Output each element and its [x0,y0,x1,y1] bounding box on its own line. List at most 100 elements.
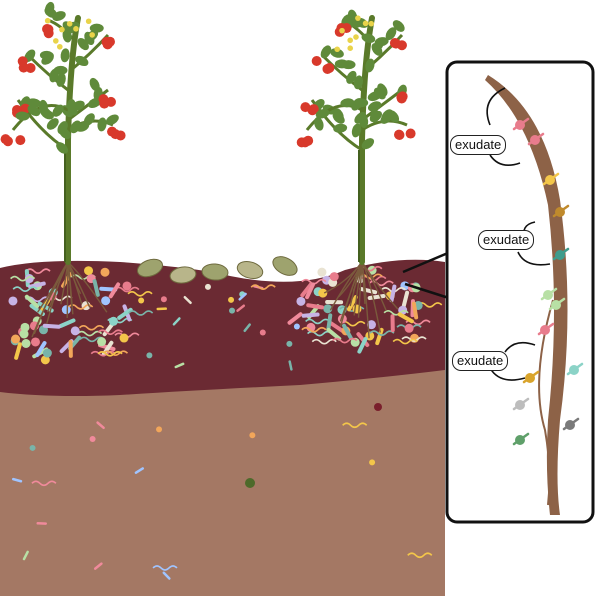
microbe-rod-icon [397,312,414,324]
leaf-icon [392,20,405,32]
microbe-coccus-icon [259,329,266,336]
microbe-coccus-icon [146,352,153,359]
microbe-rod-icon [512,117,530,131]
root-strand [42,261,69,312]
microbe-spiral-icon [407,552,433,559]
microbe-rod-icon [174,362,185,369]
microbe-spiral-icon [127,291,153,297]
microbe-rod-icon [328,321,345,334]
flower-icon [347,45,354,52]
flower-icon [56,43,63,50]
microbe-coccus-icon [249,432,256,439]
microbe-coccus-icon [20,322,30,332]
microbe-coccus-icon [101,296,111,306]
microbe-spiral-icon [102,350,129,357]
microbe-spiral-icon [152,565,178,571]
tomato-fruit [102,39,113,50]
tomato-fruit [405,128,416,139]
tomato-fruit [300,102,311,113]
microbe-spiral-icon [301,326,327,333]
tomato-fruit [2,136,13,147]
microbe-rod-icon [512,432,530,446]
flower-icon [85,18,92,25]
flower-icon [59,26,65,33]
microbe-rod-icon [117,307,133,320]
microbe-coccus-icon [228,296,235,303]
litter-leaf-icon [136,258,164,278]
microbe-rod-icon [14,342,22,360]
tomato-fruit [396,93,407,104]
microbe-spiral-icon [97,351,123,357]
microbe-coccus-icon [122,281,132,291]
microbe-spiral-icon [357,273,383,280]
leaf-icon [387,110,400,123]
microbe-spiral-icon [128,310,154,316]
microbe-spiral-icon [10,275,36,282]
root-strand [361,261,370,339]
leaf-icon [314,116,324,131]
microbe-coccus-icon [29,444,36,451]
microbe-rod-icon [183,296,192,305]
leaf-icon [361,138,375,150]
microbe-rod-icon [93,562,103,570]
microbe-rod-icon [58,318,76,329]
microbe-rod-icon [562,417,580,431]
leaf-icon [359,114,369,129]
microbe-rod-icon [401,290,410,309]
microbe-coccus-icon [369,459,376,466]
microbe-spiral-icon [311,338,337,345]
microbe-rod-icon [552,204,570,218]
microbe-coccus-icon [204,283,211,290]
microbe-rod-icon [301,312,320,318]
microbe-rod-icon [347,295,358,312]
microbe-rod-icon [29,303,45,316]
microbe-coccus-icon [70,326,80,336]
microbe-coccus-icon [296,296,306,306]
microbe-coccus-icon [365,331,375,341]
microbe-rod-icon [552,247,570,261]
microbe-spiral-icon [369,330,395,336]
microbe-coccus-icon [318,288,328,298]
exudate-arrow-icon [517,251,551,266]
microbe-coccus-icon [119,333,129,343]
microbe-rod-icon [326,327,342,341]
microbe-rod-icon [527,132,545,146]
microbe-rod-icon [108,282,121,299]
lateral-root-icon [538,299,554,506]
leaf-icon [353,75,364,90]
microbe-spiral-icon [250,284,276,290]
microbe-rod-icon [389,284,397,303]
root-strand [60,261,69,305]
microbe-rod-icon [356,332,370,347]
leaf-icon [15,111,30,121]
microbe-coccus-icon [229,307,236,314]
leaf-icon [49,68,59,83]
microbe-coccus-icon [352,304,362,314]
microbe-spiral-icon [90,350,116,357]
flower-icon [73,26,79,32]
subsoil-layer [0,370,445,596]
tomato-fruit [322,63,333,74]
subsoil-microbes-group [11,403,433,580]
plant-stem [359,15,375,265]
microbe-rod-icon [537,322,555,336]
tomato-fruit [15,135,26,146]
microbe-coccus-icon [286,340,293,347]
microbe-rod-icon [300,282,314,298]
microbe-spiral-icon [31,480,57,487]
root-strand [329,261,363,311]
tomato-fruit [110,129,121,140]
microbe-spiral-icon [401,336,427,342]
microbe-rod-icon [35,341,47,358]
flower-icon [66,20,73,27]
microbe-spiral-icon [392,338,418,345]
microbe-spiral-icon [305,318,331,325]
leaf-icon [330,48,344,58]
flower-icon [44,17,51,24]
flower-icon [355,15,361,21]
microbe-rod-icon [512,397,530,411]
leaf-icon [340,98,355,108]
microbe-rod-icon [243,323,251,333]
